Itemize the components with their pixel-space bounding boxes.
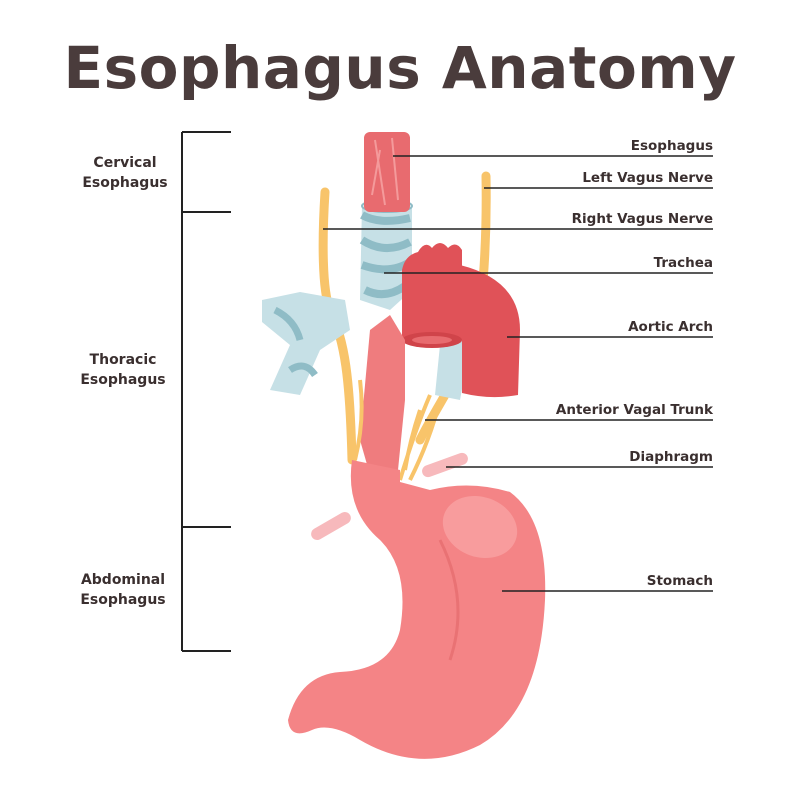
section-label-line: Esophagus (80, 592, 166, 608)
diaphragm-left (311, 512, 351, 540)
section-label-thoracic: Thoracic Esophagus (68, 350, 178, 390)
label-left-vagus-nerve: Left Vagus Nerve (582, 170, 713, 186)
section-label-line: Thoracic (89, 352, 157, 368)
section-bracket (181, 131, 231, 652)
label-stomach: Stomach (646, 573, 713, 589)
page-title: Esophagus Anatomy (63, 34, 737, 102)
diaphragm-right (422, 452, 468, 478)
aortic-arch (402, 243, 520, 398)
label-aortic-arch: Aortic Arch (628, 319, 713, 335)
label-esophagus: Esophagus (630, 138, 713, 154)
section-label-cervical: Cervical Esophagus (70, 153, 180, 193)
section-label-line: Esophagus (82, 175, 168, 191)
esophagus-lower (360, 315, 405, 475)
section-label-line: Abdominal (80, 572, 166, 588)
label-diaphragm: Diaphragm (629, 449, 713, 465)
anterior-vagal-trunk (353, 379, 442, 481)
label-anterior-vagal-trunk: Anterior Vagal Trunk (555, 402, 713, 418)
section-label-line: Esophagus (80, 372, 166, 388)
section-label-abdominal: Abdominal Esophagus (68, 570, 178, 610)
stomach (288, 460, 546, 759)
label-trachea: Trachea (653, 255, 713, 271)
esophagus-upper (364, 132, 410, 212)
leader-lines (323, 155, 713, 592)
label-right-vagus-nerve: Right Vagus Nerve (571, 211, 713, 227)
section-label-line: Cervical (93, 155, 157, 171)
